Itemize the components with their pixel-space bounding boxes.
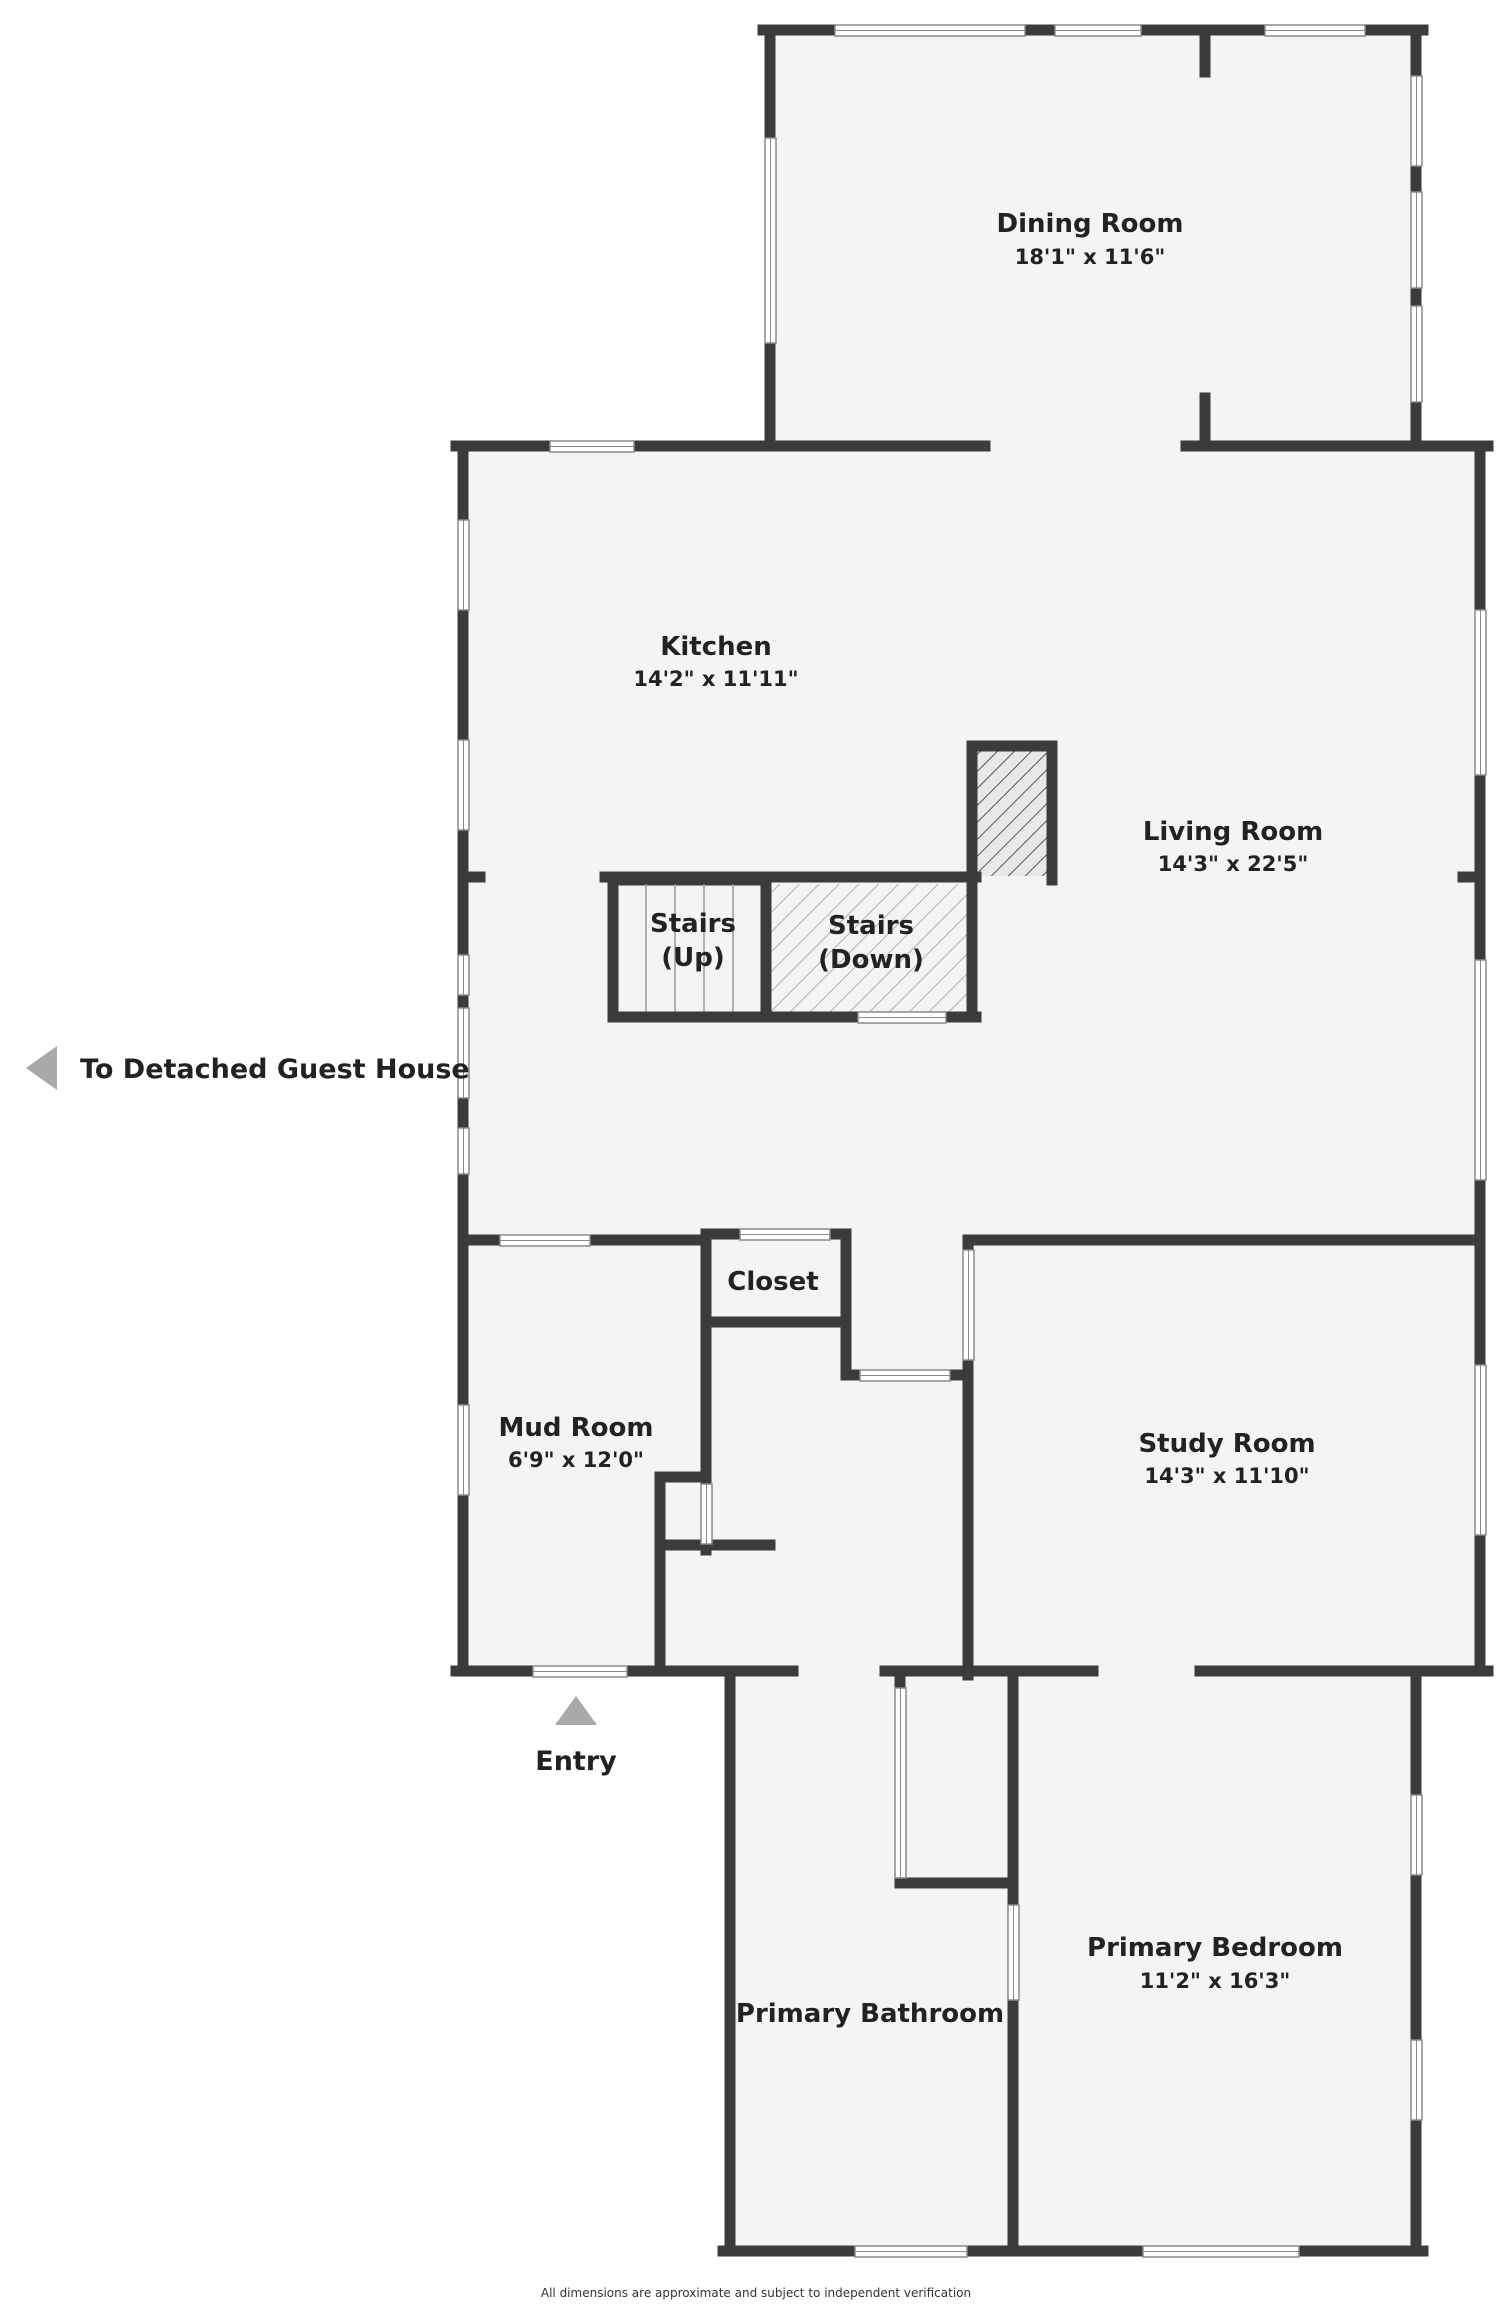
- triangle-left-icon: [26, 1046, 57, 1090]
- windows: [457, 24, 1487, 2258]
- room-label-dining: Dining Room: [997, 209, 1184, 239]
- floor-fills: [463, 30, 1480, 2251]
- triangle-up-icon: [555, 1696, 597, 1725]
- room-label-closet: Closet: [727, 1267, 818, 1297]
- room-label-stairs-down-2: (Down): [818, 945, 924, 975]
- room-label-living: Living Room: [1143, 817, 1323, 847]
- entry-label: Entry: [535, 1746, 617, 1777]
- floor-bath: [730, 1671, 1015, 2251]
- room-dim-dining: 18'1" x 11'6": [1015, 245, 1166, 269]
- entry-marker: Entry: [535, 1696, 617, 1777]
- room-dim-study: 14'3" x 11'10": [1144, 1464, 1309, 1488]
- floor-bedroom: [1015, 1671, 1415, 2251]
- chimney: [976, 750, 1048, 876]
- room-label-kitchen: Kitchen: [660, 632, 772, 662]
- room-label-bedroom: Primary Bedroom: [1087, 1933, 1343, 1963]
- guest-house-label: To Detached Guest House: [80, 1054, 470, 1085]
- room-dim-mud: 6'9" x 12'0": [508, 1448, 644, 1472]
- room-dim-bedroom: 11'2" x 16'3": [1140, 1969, 1291, 1993]
- room-label-stairs-up-2: (Up): [661, 943, 725, 973]
- footer-disclaimer: All dimensions are approximate and subje…: [541, 2286, 971, 2300]
- room-dim-kitchen: 14'2" x 11'11": [633, 667, 798, 691]
- room-label-bathroom: Primary Bathroom: [736, 1999, 1004, 2029]
- stairs-down-area: [770, 884, 968, 1013]
- room-dim-living: 14'3" x 22'5": [1158, 852, 1309, 876]
- guest-house-link: To Detached Guest House: [26, 1046, 470, 1090]
- room-label-study: Study Room: [1138, 1429, 1315, 1459]
- room-labels: Dining Room 18'1" x 11'6" Kitchen 14'2" …: [499, 209, 1343, 2029]
- room-label-mud: Mud Room: [499, 1413, 654, 1443]
- floor-dining: [770, 30, 1416, 446]
- room-label-stairs-up-1: Stairs: [650, 909, 736, 939]
- room-label-stairs-down-1: Stairs: [828, 911, 914, 941]
